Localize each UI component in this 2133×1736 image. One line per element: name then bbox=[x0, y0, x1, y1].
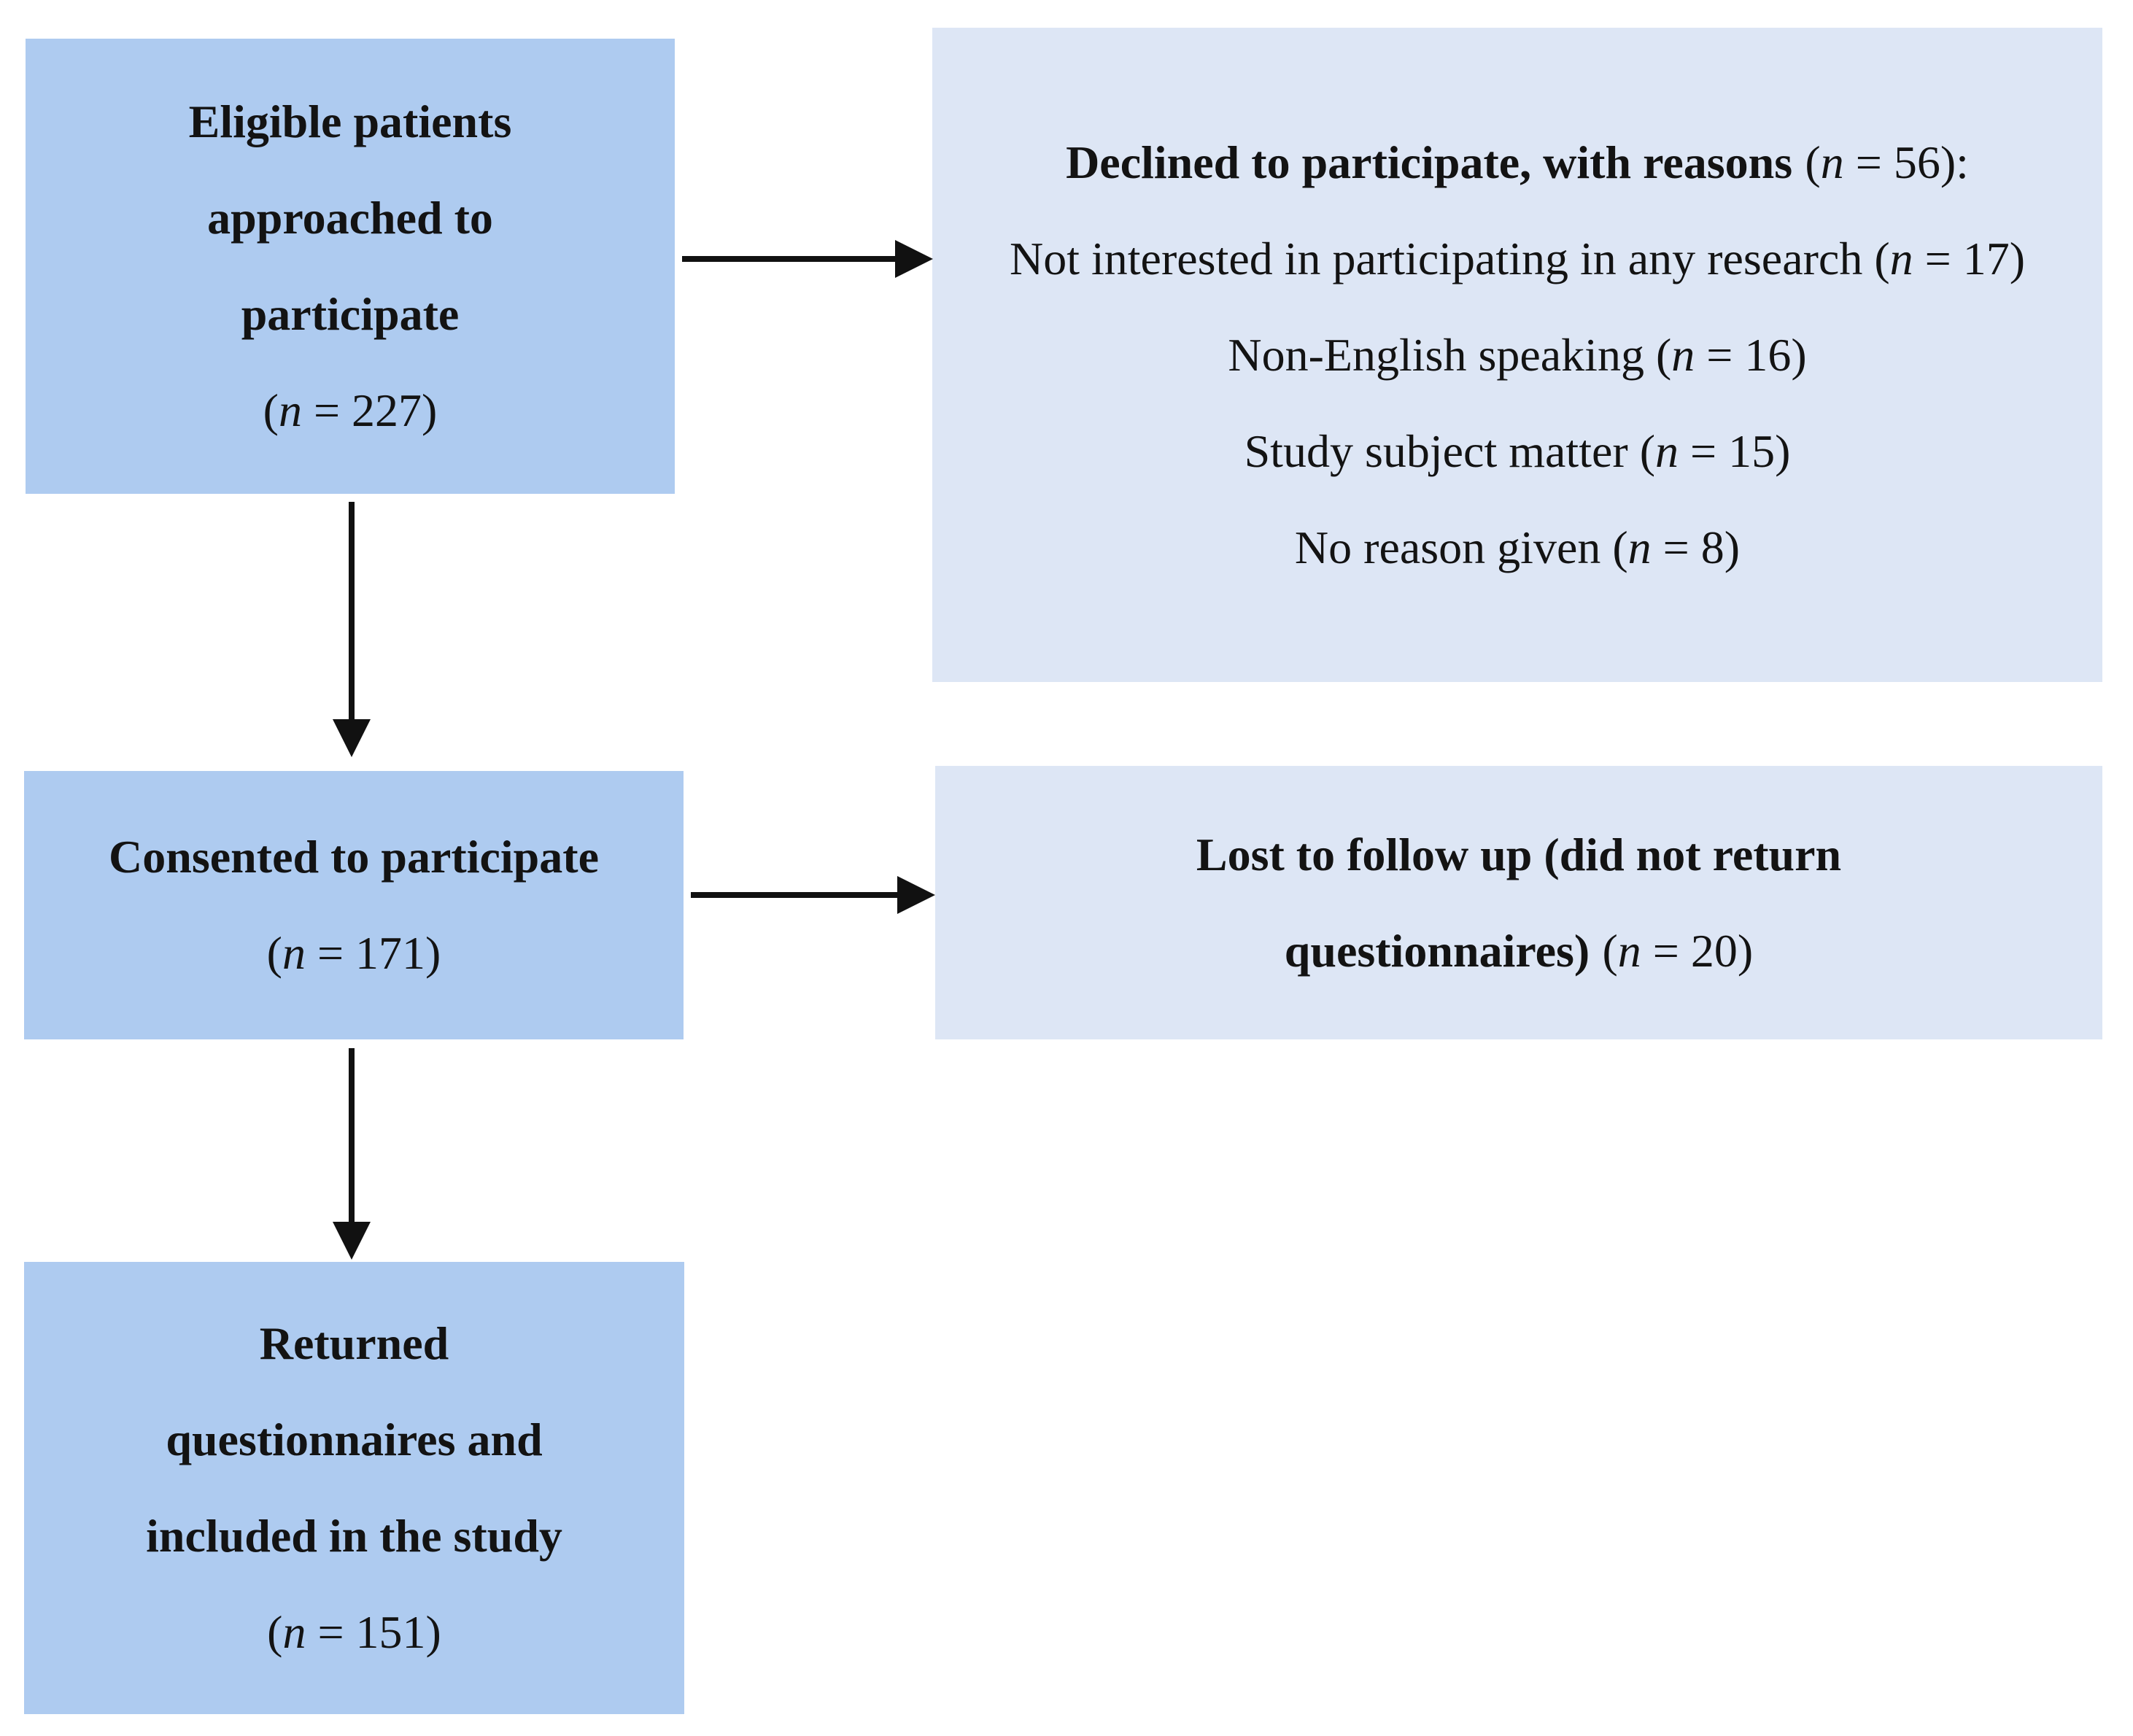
box-returned-questionnaires: Returned questionnaires and included in … bbox=[24, 1262, 684, 1714]
box-returned-count: (n = 151) bbox=[267, 1606, 441, 1658]
box-eligible-line: participate bbox=[241, 288, 460, 340]
box-lost-text-main: Lost to follow up (did not return questi… bbox=[1196, 828, 1842, 977]
box-declined-heading-text: Declined to participate, with reasons bbox=[1066, 136, 1793, 188]
box-lost-to-follow-up: Lost to follow up (did not return questi… bbox=[935, 766, 2102, 1039]
arrow-head-right-icon bbox=[897, 876, 935, 914]
arrow-head-down-icon bbox=[333, 1222, 371, 1260]
box-lost-text: Lost to follow up (did not return questi… bbox=[1081, 807, 1956, 999]
declined-reason: Not interested in participating in any r… bbox=[1009, 232, 2026, 284]
arrow-line bbox=[682, 256, 895, 262]
box-returned-line: Returned bbox=[259, 1317, 449, 1369]
box-returned-line: questionnaires and bbox=[166, 1414, 543, 1465]
box-consented-count: (n = 171) bbox=[266, 927, 441, 979]
box-eligible-line: approached to bbox=[207, 192, 493, 244]
arrow-line bbox=[691, 892, 899, 898]
box-declined-heading: Declined to participate, with reasons(n … bbox=[1066, 115, 1969, 211]
box-eligible-line: Eligible patients bbox=[188, 96, 512, 147]
box-declined-reasons: Not interested in participating in any r… bbox=[932, 211, 2102, 596]
box-eligible-count: (n = 227) bbox=[263, 384, 438, 436]
arrow-line bbox=[349, 502, 355, 721]
box-consented: Consented to participate (n = 171) bbox=[24, 771, 684, 1039]
box-declined: Declined to participate, with reasons(n … bbox=[932, 28, 2102, 682]
box-returned-line: included in the study bbox=[146, 1510, 562, 1562]
box-consented-line: Consented to participate bbox=[109, 831, 599, 883]
declined-reason: Non-English speaking (n = 16) bbox=[1228, 328, 1807, 381]
declined-reason: No reason given (n = 8) bbox=[1294, 521, 1741, 573]
box-lost-count: (n = 20) bbox=[1602, 924, 1754, 977]
arrow-line bbox=[349, 1048, 355, 1223]
box-eligible-patients: Eligible patients approached to particip… bbox=[26, 39, 675, 494]
arrow-head-down-icon bbox=[333, 719, 371, 757]
declined-reason: Study subject matter (n = 15) bbox=[1244, 425, 1791, 477]
box-declined-heading-count: (n = 56): bbox=[1805, 136, 1969, 188]
arrow-head-right-icon bbox=[895, 240, 933, 278]
